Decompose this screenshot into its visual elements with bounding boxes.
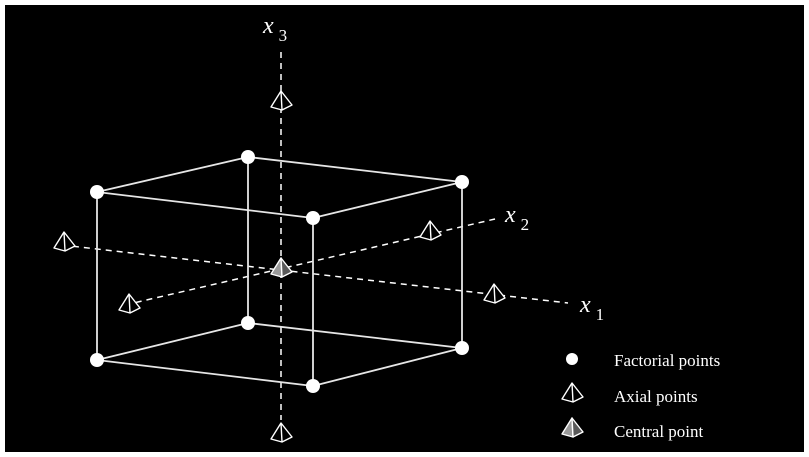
legend-central-label: Central point xyxy=(614,422,704,441)
cube-edge xyxy=(247,322,463,349)
axial-point xyxy=(270,90,293,111)
factorial-point xyxy=(90,353,104,367)
axial-point xyxy=(53,231,76,252)
cube-edge xyxy=(247,156,463,183)
cube-edge xyxy=(96,156,249,193)
factorial-point xyxy=(90,185,104,199)
legend-factorial-marker xyxy=(566,353,578,365)
axial-point xyxy=(419,220,442,241)
factorial-point xyxy=(455,341,469,355)
central-point xyxy=(270,257,293,278)
axial-point xyxy=(483,283,506,304)
cube-edges xyxy=(96,156,463,387)
factorial-point xyxy=(241,150,255,164)
factorial-point xyxy=(306,379,320,393)
axis-x2-line xyxy=(124,218,496,306)
factorial-point xyxy=(306,211,320,225)
axis-x1-line xyxy=(61,244,569,304)
axial-point xyxy=(270,422,293,443)
factorial-point xyxy=(241,316,255,330)
axial-point xyxy=(118,293,141,314)
legend-central-marker xyxy=(561,417,584,438)
cube-edge xyxy=(312,347,463,387)
legend: Factorial points Axial points Central po… xyxy=(561,351,720,441)
cube-edge xyxy=(96,359,314,387)
legend-axial-marker xyxy=(561,382,584,403)
diagram-background xyxy=(5,5,804,452)
cube-edge xyxy=(312,181,463,219)
legend-axial-label: Axial points xyxy=(614,387,698,406)
axial-points xyxy=(53,90,506,443)
legend-factorial-label: Factorial points xyxy=(614,351,720,370)
factorial-points xyxy=(90,150,469,393)
cube-edge xyxy=(96,322,249,361)
factorial-point xyxy=(455,175,469,189)
axes xyxy=(61,52,569,420)
cube-edge xyxy=(96,191,314,219)
